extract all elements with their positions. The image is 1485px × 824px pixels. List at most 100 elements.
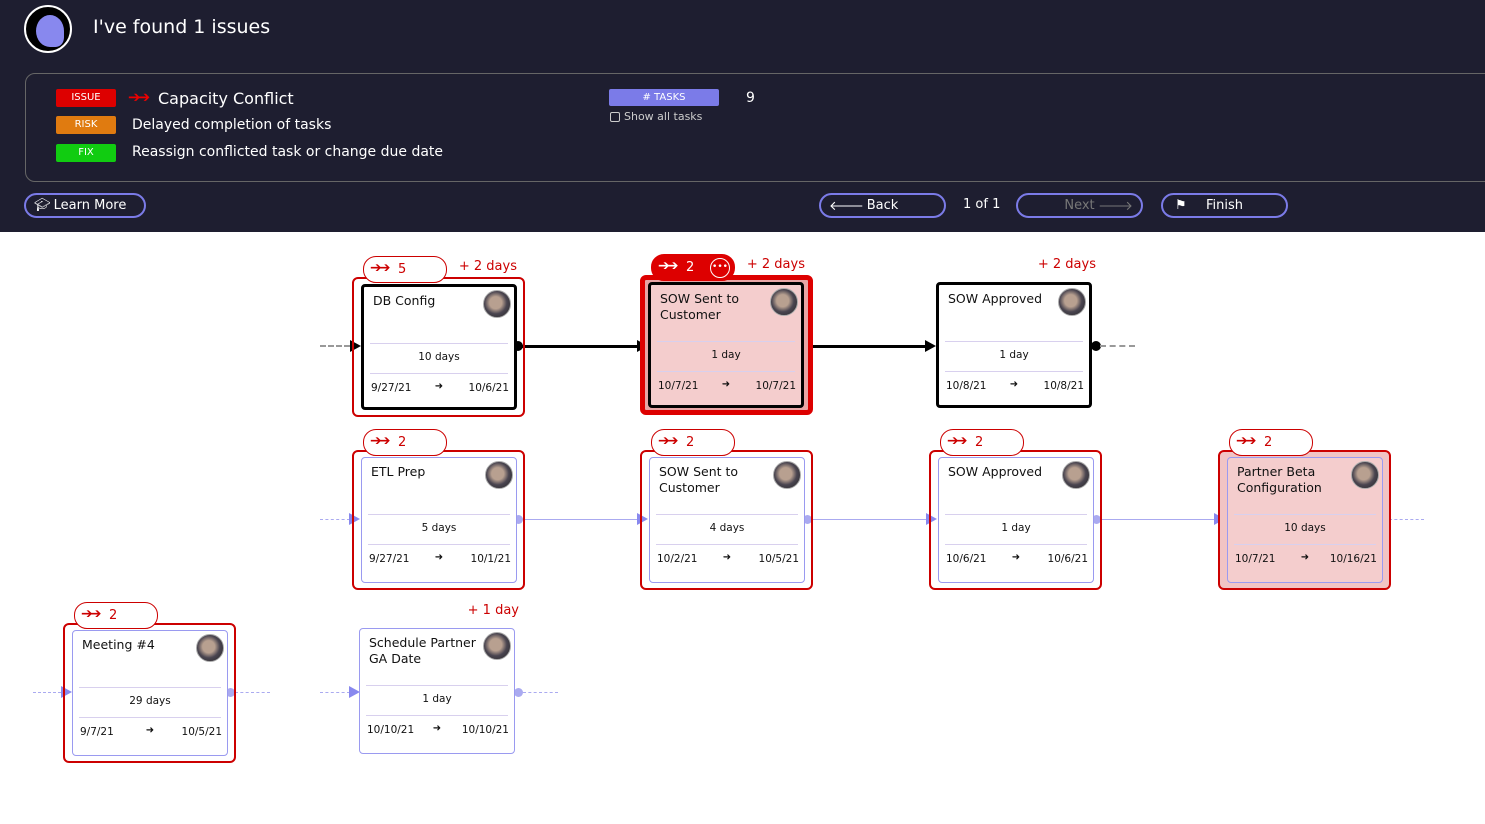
assignee-avatar[interactable] [1058, 288, 1086, 316]
checkbox-icon[interactable] [610, 111, 620, 122]
task-card-frame[interactable]: + 1 day Schedule Partner GA Date 1 day 1… [352, 603, 525, 763]
divider [366, 715, 508, 716]
learn-more-button[interactable]: 🎓︎Learn More [24, 193, 146, 218]
capacity-conflict-icon: ➔➔ [370, 260, 391, 276]
task-title: Meeting #4 [82, 637, 155, 652]
task-card-frame[interactable]: ➔➔ 5 + 2 days DB Config 10 days 9/27/21 … [352, 256, 525, 417]
assignee-avatar[interactable] [483, 632, 511, 660]
fix-badge: FIX [56, 144, 116, 162]
capacity-conflict-icon: ➔➔ [1236, 433, 1257, 449]
task-title: SOW Approved [948, 464, 1043, 479]
task-card[interactable]: Schedule Partner GA Date 1 day 10/10/21 … [359, 628, 515, 754]
conflict-tab[interactable]: ➔➔ 2 ••• [651, 254, 735, 281]
divider [657, 341, 795, 342]
task-title: DB Config [373, 293, 436, 308]
divider [370, 373, 508, 374]
divider [656, 514, 798, 515]
assignee-avatar[interactable] [1062, 461, 1090, 489]
checkered-flag-icon: ⚑ [1175, 198, 1187, 213]
task-card-frame[interactable]: ➔➔ 2 •••+ 2 days SOW Sent to Customer 1 … [640, 254, 813, 415]
task-duration: 4 days [709, 522, 745, 534]
assignee-avatar[interactable] [770, 288, 798, 316]
task-duration: 1 day [999, 349, 1029, 361]
arrow-left-icon: 🡐 [829, 198, 864, 214]
start-date: 9/7/21 [80, 726, 114, 738]
task-card-frame[interactable]: ➔➔ 2 Partner Beta Configuration 10 days … [1218, 429, 1391, 590]
next-label: Next [1064, 198, 1095, 213]
task-title: SOW Sent to Customer [659, 464, 739, 495]
divider [79, 687, 221, 688]
task-card[interactable]: SOW Sent to Customer 4 days 10/2/21 ➜ 10… [649, 457, 805, 583]
task-duration: 1 day [711, 349, 741, 361]
task-duration: 29 days [129, 695, 171, 707]
start-date: 9/27/21 [371, 382, 412, 394]
risk-text: Delayed completion of tasks [132, 117, 332, 133]
more-options-icon[interactable]: ••• [710, 258, 730, 278]
back-label: Back [866, 198, 899, 213]
task-card[interactable]: Meeting #4 29 days 9/7/21 ➜ 10/5/21 [72, 630, 228, 756]
task-title: ETL Prep [371, 464, 426, 479]
divider [79, 717, 221, 718]
assignee-avatar[interactable] [485, 461, 513, 489]
conflict-count: 2 [686, 260, 695, 275]
fix-text: Reassign conflicted task or change due d… [132, 144, 444, 160]
back-button[interactable]: 🡐Back [819, 193, 946, 218]
arrow-right-icon: ➜ [434, 381, 444, 392]
task-card[interactable]: SOW Approved 1 day 10/6/21 ➜ 10/6/21 [938, 457, 1094, 583]
conflict-tab[interactable]: ➔➔ 2 [1229, 429, 1313, 456]
conflict-tab[interactable]: ➔➔ 2 [651, 429, 735, 456]
task-card[interactable]: SOW Approved 1 day 10/8/21 ➜ 10/8/21 [936, 282, 1092, 408]
divider [945, 544, 1087, 545]
learn-more-label: Learn More [53, 198, 127, 213]
next-button[interactable]: Next🡒 [1016, 193, 1143, 218]
start-date: 9/27/21 [369, 553, 410, 565]
assignee-avatar[interactable] [773, 461, 801, 489]
task-card[interactable]: SOW Sent to Customer 1 day 10/7/21 ➜ 10/… [648, 282, 804, 408]
start-date: 10/7/21 [1235, 553, 1276, 565]
conflict-count: 2 [109, 608, 118, 623]
end-date: 10/10/21 [461, 724, 509, 736]
task-card-frame[interactable]: ➔➔ 2 Meeting #4 29 days 9/7/21 ➜ 10/5/21 [63, 602, 236, 763]
capacity-conflict-icon: ➔➔ [947, 433, 968, 449]
task-duration: 1 day [1001, 522, 1031, 534]
arrow-right-icon: ➜ [1300, 552, 1310, 563]
end-date: 10/5/21 [181, 726, 222, 738]
capacity-conflict-icon: ➔➔ [658, 433, 679, 449]
task-card[interactable]: ETL Prep 5 days 9/27/21 ➜ 10/1/21 [361, 457, 517, 583]
task-title: SOW Approved [948, 291, 1043, 306]
capacity-conflict-icon: ➔➔ [81, 606, 102, 622]
task-card-frame[interactable]: + 2 days SOW Approved 1 day 10/8/21 ➜ 10… [929, 257, 1102, 417]
conflict-count: 5 [398, 262, 407, 277]
conflict-tab[interactable]: ➔➔ 2 [940, 429, 1024, 456]
task-title: SOW Sent to Customer [660, 291, 740, 322]
tasks-count: 9 [746, 90, 755, 106]
task-card-frame[interactable]: ➔➔ 2 SOW Approved 1 day 10/6/21 ➜ 10/6/2… [929, 429, 1102, 590]
delay-label: + 2 days [1037, 257, 1096, 272]
task-duration: 1 day [422, 693, 452, 705]
conflict-tab[interactable]: ➔➔ 5 [363, 256, 447, 283]
task-card-frame[interactable]: ➔➔ 2 ETL Prep 5 days 9/27/21 ➜ 10/1/21 [352, 429, 525, 590]
assignee-avatar[interactable] [196, 634, 224, 662]
assignee-avatar[interactable] [1351, 461, 1379, 489]
task-card-frame[interactable]: ➔➔ 2 SOW Sent to Customer 4 days 10/2/21… [640, 429, 813, 590]
task-title: Schedule Partner GA Date [369, 635, 476, 666]
divider [657, 371, 795, 372]
conflict-tab[interactable]: ➔➔ 2 [74, 602, 158, 629]
end-date: 10/8/21 [1043, 380, 1084, 392]
assignee-avatar[interactable] [483, 290, 511, 318]
show-all-tasks-checkbox[interactable]: Show all tasks [610, 110, 702, 123]
finish-button[interactable]: ⚑Finish [1161, 193, 1288, 218]
arrow-right-icon: ➜ [722, 552, 732, 563]
issue-text: Capacity Conflict [158, 89, 294, 108]
task-card[interactable]: Partner Beta Configuration 10 days 10/7/… [1227, 457, 1383, 583]
capacity-conflict-icon: ➔➔ [128, 88, 150, 106]
task-card[interactable]: DB Config 10 days 9/27/21 ➜ 10/6/21 [361, 284, 517, 410]
conflict-count: 2 [686, 435, 695, 450]
conflict-tab[interactable]: ➔➔ 2 [363, 429, 447, 456]
end-date: 10/7/21 [755, 380, 796, 392]
divider [1234, 544, 1376, 545]
divider [370, 343, 508, 344]
assistant-logo [24, 5, 72, 53]
show-all-label: Show all tasks [624, 110, 703, 123]
arrow-right-icon: ➜ [432, 723, 442, 734]
